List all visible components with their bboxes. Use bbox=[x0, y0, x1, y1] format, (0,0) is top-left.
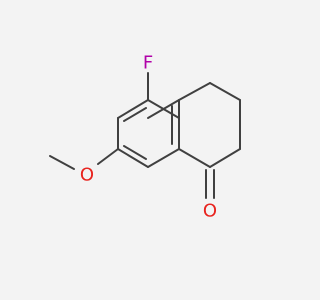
oxygen-carbonyl-label: O bbox=[203, 201, 217, 222]
ring-bond bbox=[147, 148, 180, 168]
ring-bond bbox=[117, 148, 149, 168]
ring-bond-inner bbox=[123, 145, 147, 160]
saturated-ring-bond bbox=[178, 82, 211, 101]
fluorine-atom-label: F bbox=[143, 53, 153, 74]
ring-bond bbox=[147, 99, 180, 119]
molecule-diagram: F O O bbox=[49, 53, 241, 222]
oxygen-methoxy-label: O bbox=[80, 165, 94, 186]
methyl-bond bbox=[49, 155, 75, 170]
saturated-ring-bond bbox=[209, 82, 241, 101]
saturated-ring-bond bbox=[178, 148, 211, 168]
ring-bond-inner bbox=[123, 107, 147, 122]
saturated-ring-bond bbox=[209, 148, 241, 168]
methoxy-bond bbox=[97, 148, 119, 165]
ring-bond bbox=[117, 99, 149, 119]
